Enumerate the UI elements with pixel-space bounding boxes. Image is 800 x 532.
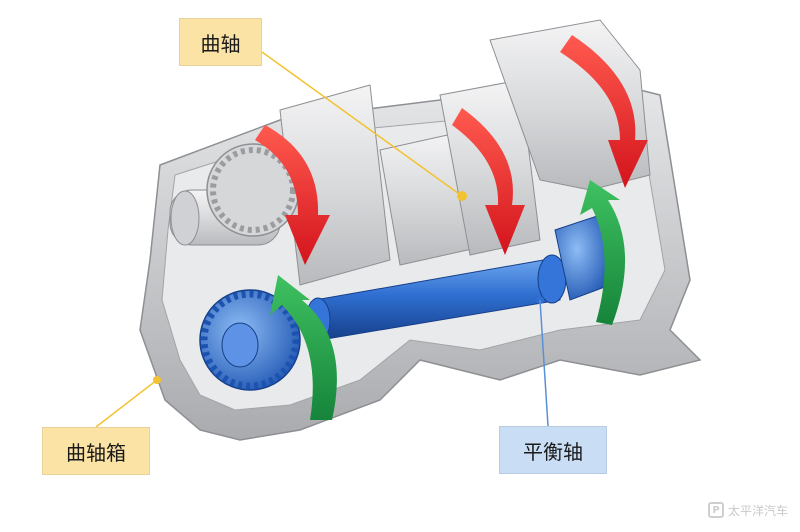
- watermark-text: 太平洋汽车: [728, 503, 789, 518]
- crankcase-callout-dot: [153, 376, 161, 384]
- balance-rotation-arrow-2: [580, 180, 626, 325]
- crankcase-label: 曲轴箱: [42, 427, 150, 475]
- balance-shaft-gear: [199, 289, 301, 391]
- crankshaft-gear: [206, 143, 300, 237]
- balance-rotation-arrow-1: [270, 275, 337, 420]
- balance-shaft-leader-line: [539, 299, 549, 427]
- crankcase-leader-line: [95, 379, 158, 428]
- crankshaft-rotation-arrow-2: [452, 108, 525, 255]
- pcauto-watermark: P 太平洋汽车: [708, 497, 788, 523]
- crankshaft-label: 曲轴: [179, 18, 262, 66]
- balance-shaft-label: 平衡轴: [499, 426, 607, 474]
- crankshaft-rotation-arrow-1: [255, 125, 330, 265]
- pcauto-logo-icon: P: [708, 502, 724, 518]
- crankshaft-leader-line: [261, 51, 463, 197]
- crankshaft-rotation-arrow-3: [560, 35, 648, 188]
